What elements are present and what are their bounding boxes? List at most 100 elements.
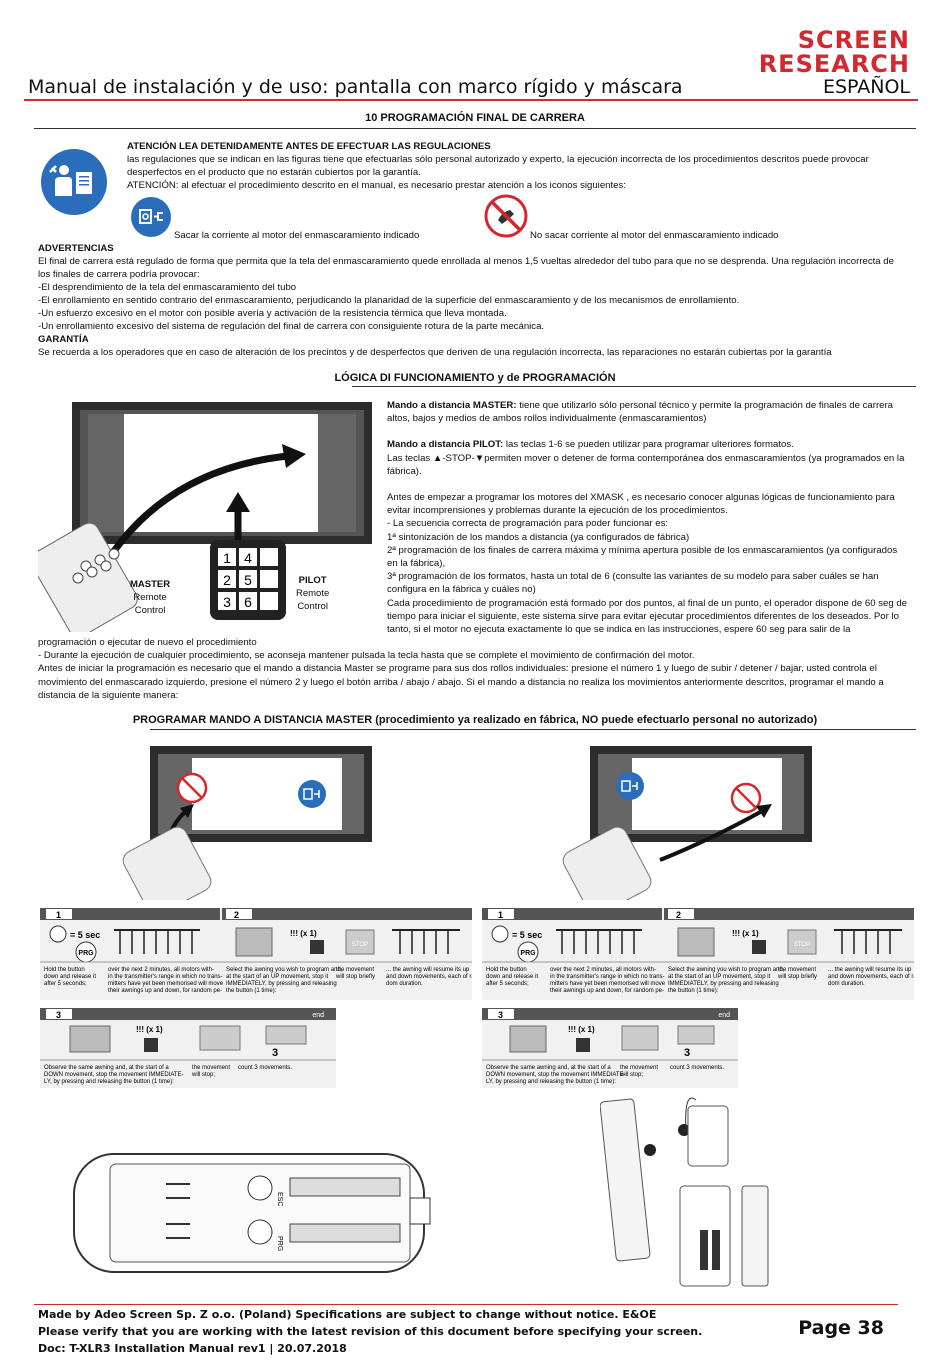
svg-text:PRG: PRG xyxy=(520,950,536,957)
svg-text:in the transmitter's range in: in the transmitter's range in which no t… xyxy=(108,974,223,980)
pilot-label-line: PILOT xyxy=(298,575,327,586)
logic-text: 2ª programación de los finales de carrer… xyxy=(387,544,898,556)
unplug-caption: Sacar la corriente al motor del enmascar… xyxy=(174,230,420,241)
logic-line: fábrica). xyxy=(387,465,907,478)
svg-text:in the transmitter's range in: in the transmitter's range in which no t… xyxy=(550,974,665,980)
pilot-remote-label: PILOT Remote Control xyxy=(296,574,329,613)
master-label-line: MASTER xyxy=(130,579,171,590)
svg-text:and down movements, each of ra: and down movements, each of ran- xyxy=(386,974,472,980)
master-remote-label: MASTER Remote Control xyxy=(130,578,170,617)
svg-text:3: 3 xyxy=(56,1010,61,1020)
section1-title: 10 PROGRAMACIÓN FINAL DE CARRERA xyxy=(365,112,585,124)
svg-text:mitters have yet been memorise: mitters have yet been memorised will mov… xyxy=(108,981,224,987)
logic-bold: Mando a distancia PILOT: xyxy=(387,439,504,451)
warning-line: -Un enrollamiento excesivo del sistema d… xyxy=(38,321,545,332)
svg-text:5: 5 xyxy=(244,572,252,588)
svg-text:count 3 movements.: count 3 movements. xyxy=(670,1065,724,1071)
brand-logo: SCREEN RESEARCH xyxy=(730,28,910,76)
svg-text:!!! (x 1): !!! (x 1) xyxy=(290,929,317,938)
do-not-unplug-caption: No sacar corriente al motor del enmascar… xyxy=(530,230,779,241)
svg-text:their awnings up and down, for: their awnings up and down, for random pe… xyxy=(108,988,222,994)
steps-1-2-right: 1 2 = 5 sec PRG !!! (x 1) STOP Hold the … xyxy=(482,908,922,1000)
guarantee-title: GARANTÍA xyxy=(38,334,89,345)
warning-line: los finales de carrera podría provocar: xyxy=(38,269,200,280)
svg-text:Observe the same awning and, a: Observe the same awning and, at the star… xyxy=(44,1065,169,1071)
logic-line: - La secuencia correcta de programación … xyxy=(387,517,907,530)
logic-line: 3ª programación de los formatos, hasta u… xyxy=(387,570,907,583)
svg-text:1: 1 xyxy=(223,550,231,566)
steps-1-2-left: 1 2 = 5 sec PRG !!! (x 1) STOP Hold the … xyxy=(40,908,480,1000)
svg-text:will stop briefly: will stop briefly xyxy=(335,974,375,980)
svg-text:dom duration.: dom duration. xyxy=(828,981,865,987)
logic-text: en la fábrica), xyxy=(387,558,446,570)
logic-text: 1ª sintonización de los mandos a distanc… xyxy=(387,531,690,543)
logic-line: 1ª sintonización de los mandos a distanc… xyxy=(387,531,907,544)
do-not-unplug-icon xyxy=(484,194,528,238)
logic-line: altos, bajos y medios de ambos rollos in… xyxy=(387,412,907,425)
logic-line: Las teclas ▲-STOP-▼permiten mover o dete… xyxy=(387,452,907,465)
svg-text:the movement: the movement xyxy=(336,967,374,973)
logic-text: - La secuencia correcta de programación … xyxy=(387,518,669,530)
screen-right-masking-illustration xyxy=(560,740,820,916)
logic-line: 2ª programación de los finales de carrer… xyxy=(387,544,907,557)
svg-text:LY, by pressing and releasing: LY, by pressing and releasing the button… xyxy=(44,1079,174,1085)
svg-text:Select the awning you wish to: Select the awning you wish to program an… xyxy=(226,967,343,973)
svg-text:!!! (x 1): !!! (x 1) xyxy=(136,1025,163,1034)
svg-text:6: 6 xyxy=(244,594,252,610)
pilot-label-line: Control xyxy=(297,601,328,612)
logic-line: evitar incomprensiones y problemas duran… xyxy=(387,504,907,517)
footer-line: Made by Adeo Screen Sp. Z o.o. (Poland) … xyxy=(38,1308,657,1321)
logic-text: 3ª programación de los formatos, hasta u… xyxy=(387,571,879,583)
svg-text:the movement: the movement xyxy=(620,1065,658,1071)
logic-line xyxy=(387,425,907,438)
logic-line: Mando a distancia PILOT: las teclas 1-6 … xyxy=(387,438,907,451)
svg-text:!!! (x 1): !!! (x 1) xyxy=(568,1025,595,1034)
attention-line: las regulaciones que se indican en las f… xyxy=(127,154,869,165)
svg-text:Hold the button: Hold the button xyxy=(44,967,85,973)
svg-text:and down movements, each of ra: and down movements, each of ran- xyxy=(828,974,914,980)
svg-text:Hold the button: Hold the button xyxy=(486,967,527,973)
remote-open-illustration xyxy=(599,1090,780,1290)
page-number: Page 38 xyxy=(798,1317,884,1339)
svg-text:at the start of an UP movement: at the start of an UP movement, stop it xyxy=(226,974,329,980)
logic-text: Antes de empezar a programar los motores… xyxy=(387,492,895,504)
svg-text:3: 3 xyxy=(684,1047,690,1059)
language-label: ESPAÑOL xyxy=(822,76,910,98)
guarantee-text: Se recuerda a los operadores que en caso… xyxy=(38,347,832,358)
svg-text:... the awning will resume its: ... the awning will resume its up xyxy=(828,967,912,973)
svg-text:LY, by pressing and releasing: LY, by pressing and releasing the button… xyxy=(486,1079,616,1085)
logic-line: tanto, si el motor no ejecuta exactament… xyxy=(387,623,907,636)
svg-text:after 5 seconds;: after 5 seconds; xyxy=(44,981,87,987)
logic-text: tanto, si el motor no ejecuta exactament… xyxy=(387,624,851,636)
logic-text: fábrica). xyxy=(387,465,422,477)
attention-block: ATENCIÓN LEA DETENIDAMENTE ANTES DE EFEC… xyxy=(127,140,907,192)
section2-rule xyxy=(352,386,916,387)
warning-line: El final de carrera está regulado de for… xyxy=(38,256,894,267)
logic-line: movimiento del enmascarado izquierdo, pr… xyxy=(38,676,884,688)
svg-text:IMMEDIATELY, by pressing and r: IMMEDIATELY, by pressing and releasing xyxy=(668,981,779,987)
svg-text:at the start of an UP movement: at the start of an UP movement, stop it xyxy=(668,974,771,980)
brand-line1: SCREEN xyxy=(797,26,910,54)
master-label-line: Remote xyxy=(133,592,167,603)
svg-text:end: end xyxy=(718,1012,730,1019)
logic-line: Cada procedimiento de programación está … xyxy=(387,597,907,610)
svg-text:4: 4 xyxy=(244,550,252,566)
svg-text:their awnings up and down, for: their awnings up and down, for random pe… xyxy=(550,988,664,994)
logic-text: tiempo para iniciar el siguiente, este s… xyxy=(387,610,899,622)
logic-line: configura en la fábrica y cuáles no) xyxy=(387,583,907,596)
svg-text:after 5 seconds;: after 5 seconds; xyxy=(486,981,529,987)
svg-text:the button (1 time):: the button (1 time): xyxy=(226,988,277,994)
attention-line: desperfectos en el producto que no estar… xyxy=(127,167,421,178)
section2-title: LÓGICA DI FUNCIONAMIENTO y de PROGRAMACI… xyxy=(334,372,616,384)
svg-text:PRG: PRG xyxy=(78,950,94,957)
svg-text:= 5 sec: = 5 sec xyxy=(512,930,542,940)
logic-line: en la fábrica), xyxy=(387,557,907,570)
logic-text: Cada procedimiento de programación está … xyxy=(387,597,908,609)
svg-text:mitters have yet been memorise: mitters have yet been memorised will mov… xyxy=(550,981,666,987)
logic-line: programación o ejecutar de nuevo el proc… xyxy=(38,637,257,648)
logic-text: las teclas 1-6 se pueden utilizar para p… xyxy=(503,439,794,451)
footer-divider xyxy=(34,1304,898,1305)
svg-text:the movement: the movement xyxy=(192,1065,230,1071)
svg-text:over the next 2 minutes, all m: over the next 2 minutes, all motors with… xyxy=(108,967,214,973)
svg-text:the movement: the movement xyxy=(778,967,816,973)
